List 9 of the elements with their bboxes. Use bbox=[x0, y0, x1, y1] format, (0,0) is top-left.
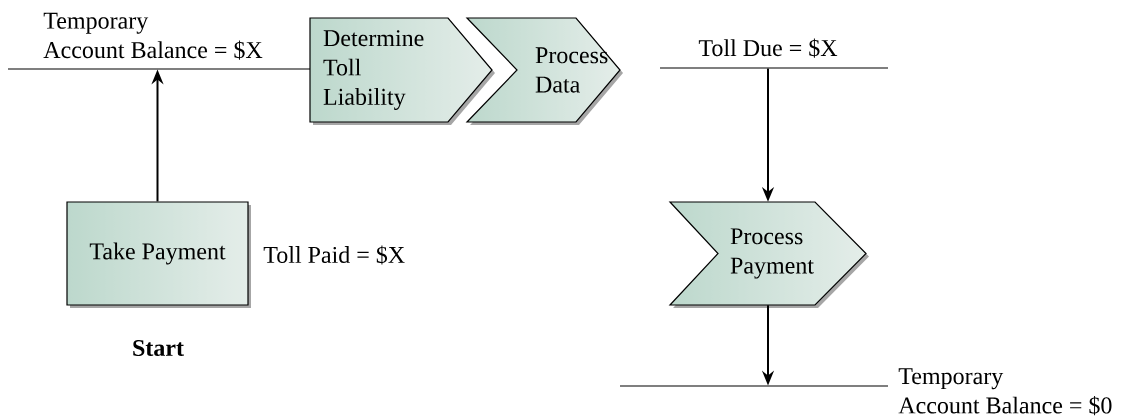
chevron-step: Process Data bbox=[465, 17, 623, 125]
state-label: Temporary Account Balance = $X bbox=[43, 12, 263, 60]
chevron-step: Determine Toll Liability bbox=[309, 17, 495, 125]
start-label: Start bbox=[133, 339, 184, 357]
chevron-step: Process Payment bbox=[668, 201, 869, 308]
state-label: Temporary Account Balance = $0 bbox=[898, 368, 1112, 416]
side-note: Toll Paid = $X bbox=[263, 245, 405, 265]
state-label: Toll Due = $X bbox=[698, 38, 838, 58]
process-box: Take Payment bbox=[66, 201, 251, 308]
